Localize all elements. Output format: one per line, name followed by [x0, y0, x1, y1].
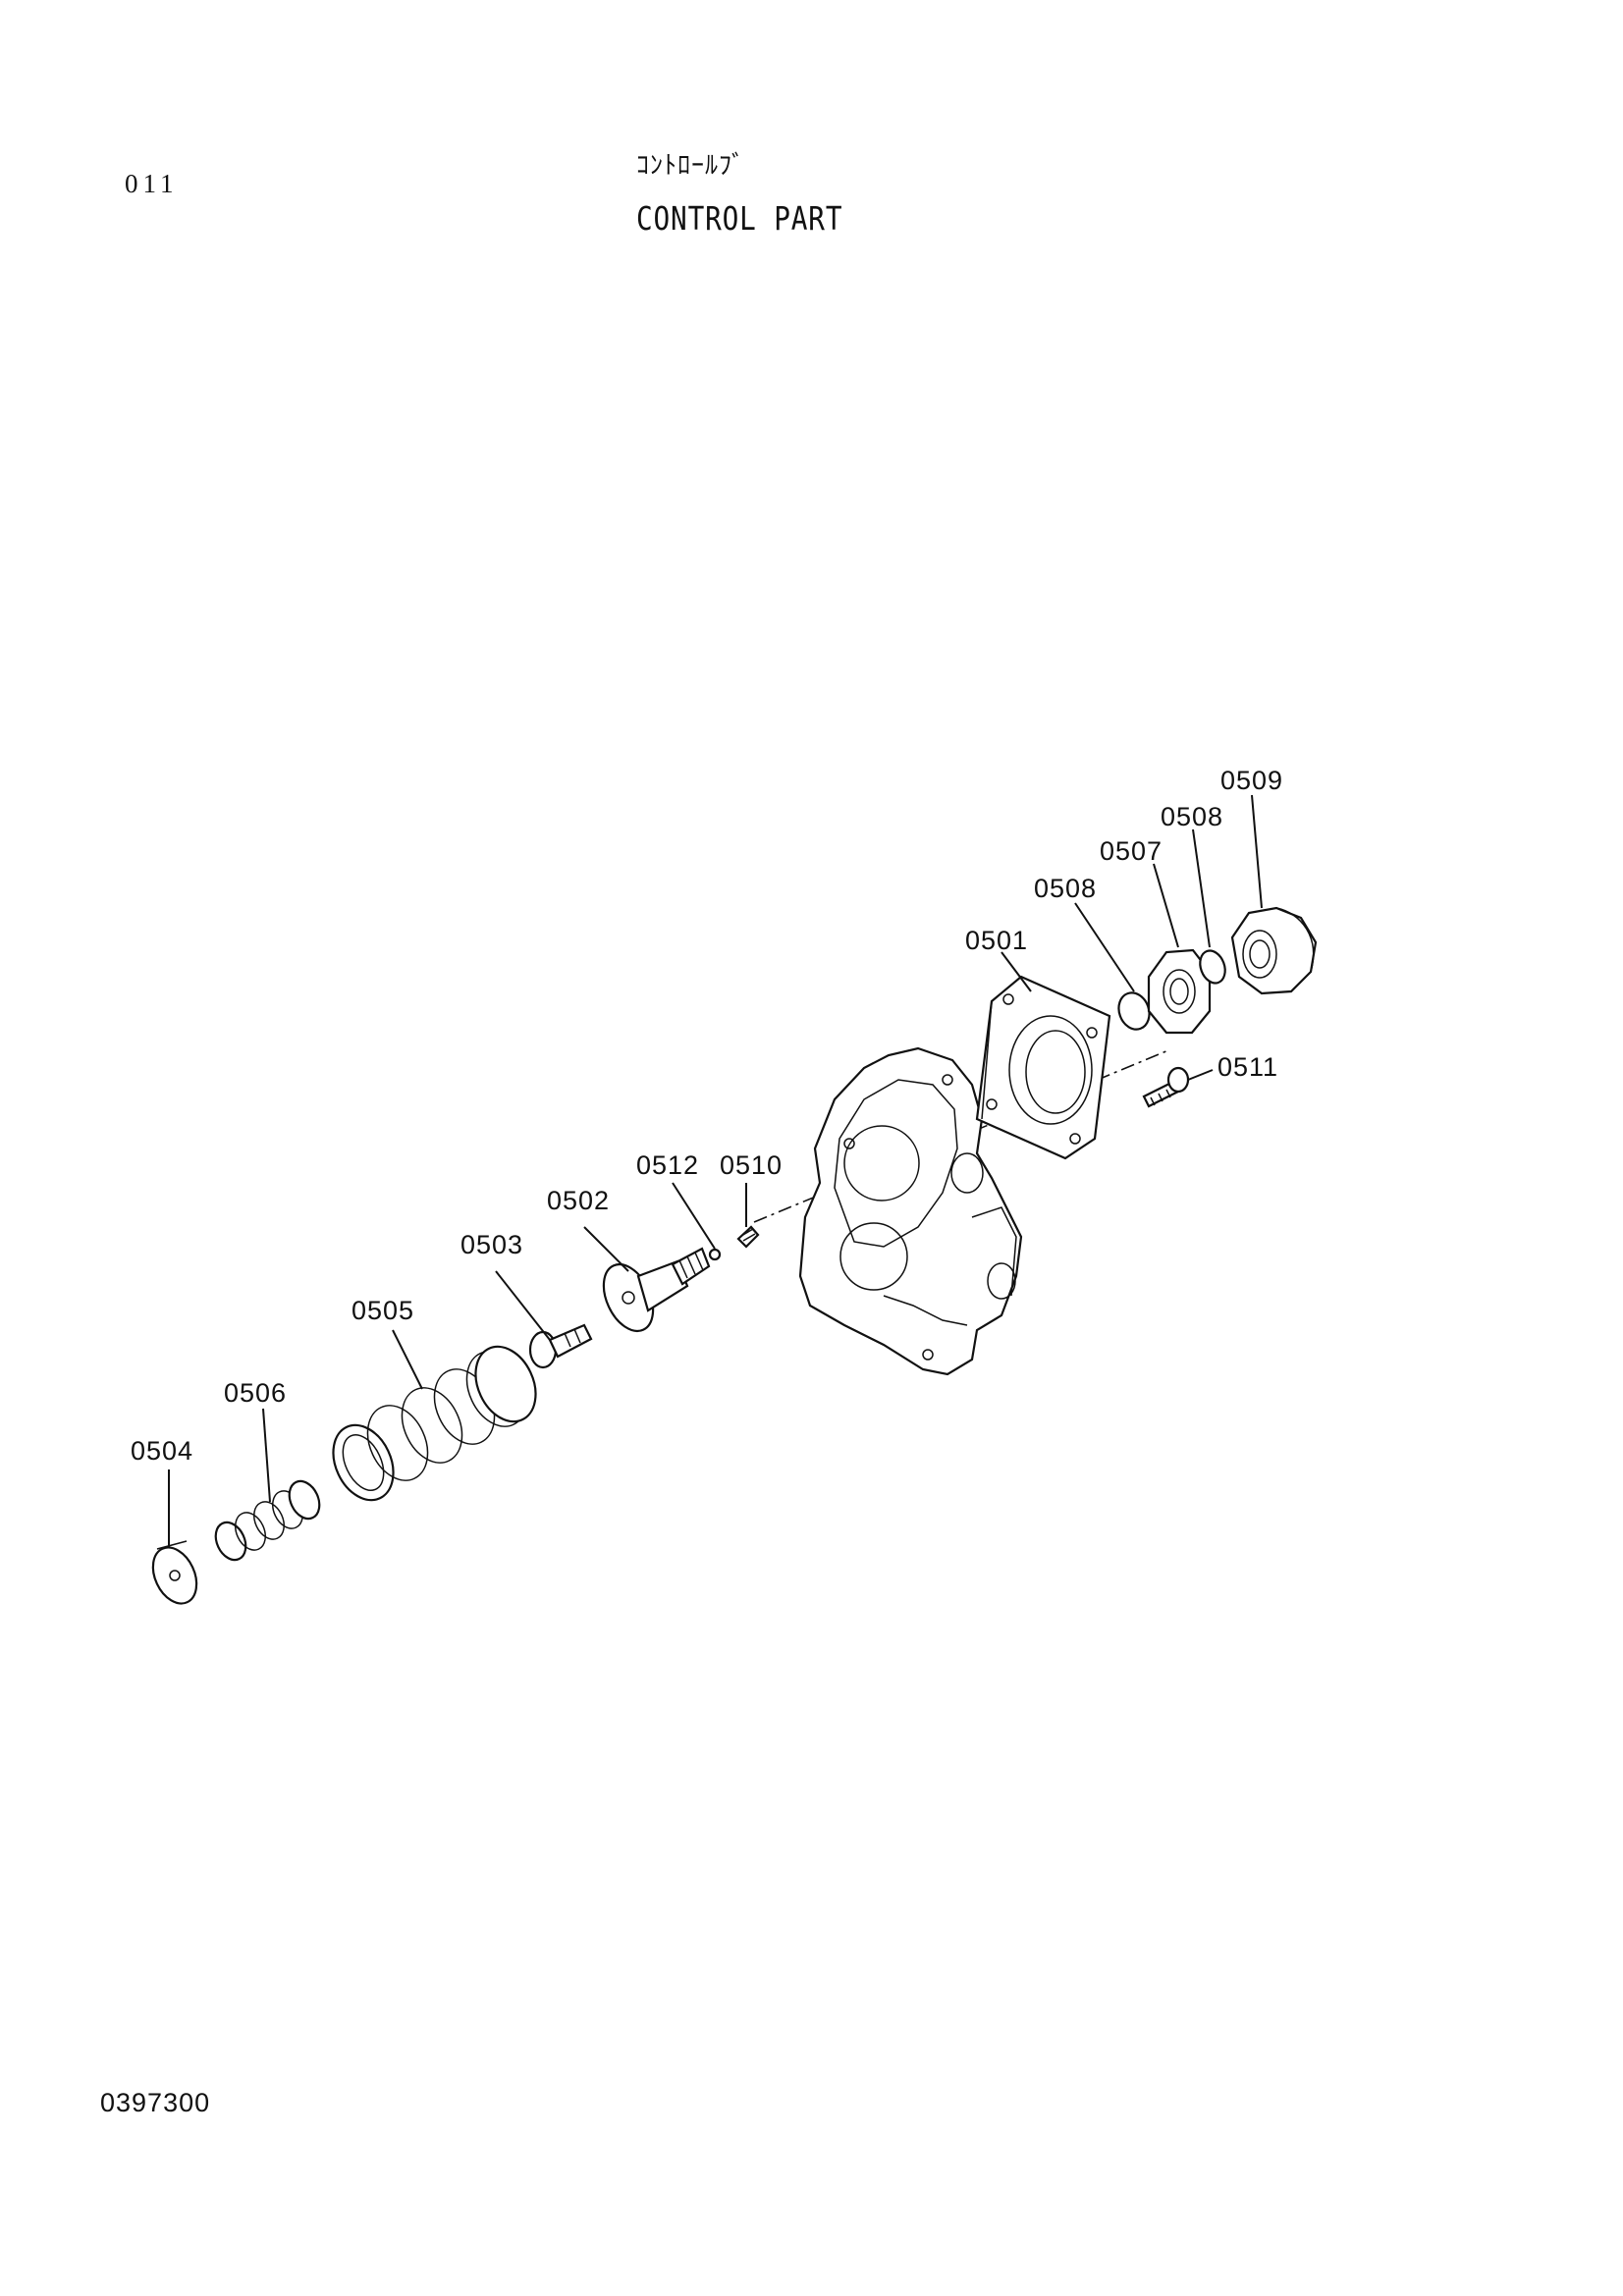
callout-0505: 0505: [352, 1296, 414, 1325]
callout-0504: 0504: [131, 1436, 193, 1466]
part-0502-adjusting-screw: [602, 1247, 711, 1333]
part-0510-plug: [736, 1225, 760, 1249]
section-title-japanese: ｺﾝﾄﾛｰﾙﾌﾞ: [636, 151, 746, 181]
drawing-code: 0397300: [100, 2088, 211, 2117]
callout-0512: 0512: [636, 1150, 699, 1180]
callout-0502: 0502: [547, 1186, 610, 1215]
callout-0506: 0506: [224, 1378, 287, 1408]
section-title: CONTROL PART: [636, 199, 843, 238]
page-number: 011: [125, 169, 179, 198]
part-0509-cap-nut: [1230, 906, 1318, 995]
callout-0503: 0503: [460, 1230, 523, 1259]
pump-housing: [798, 1046, 1023, 1376]
part-0501-cover: [975, 975, 1111, 1160]
part-0511-bolt: [1142, 1066, 1190, 1108]
callout-0501: 0501: [965, 926, 1028, 955]
callout-0509: 0509: [1220, 766, 1283, 795]
part-0508-o-ring-2: [1199, 949, 1226, 985]
callout-0508-a: 0508: [1034, 874, 1097, 903]
part-0512-ball: [708, 1248, 722, 1261]
callout-0510: 0510: [720, 1150, 783, 1180]
leader-lines: [168, 794, 1263, 1548]
callout-0508-b: 0508: [1161, 802, 1223, 831]
part-0506-inner-spring: [214, 1479, 321, 1562]
callout-0511: 0511: [1217, 1052, 1278, 1082]
part-0503-spring-seat: [528, 1323, 593, 1369]
part-0505-outer-spring: [332, 1345, 537, 1502]
part-0507-hex-nut: [1147, 948, 1212, 1035]
part-0504-spring-seat: [151, 1540, 198, 1605]
callout-0507: 0507: [1100, 836, 1163, 866]
